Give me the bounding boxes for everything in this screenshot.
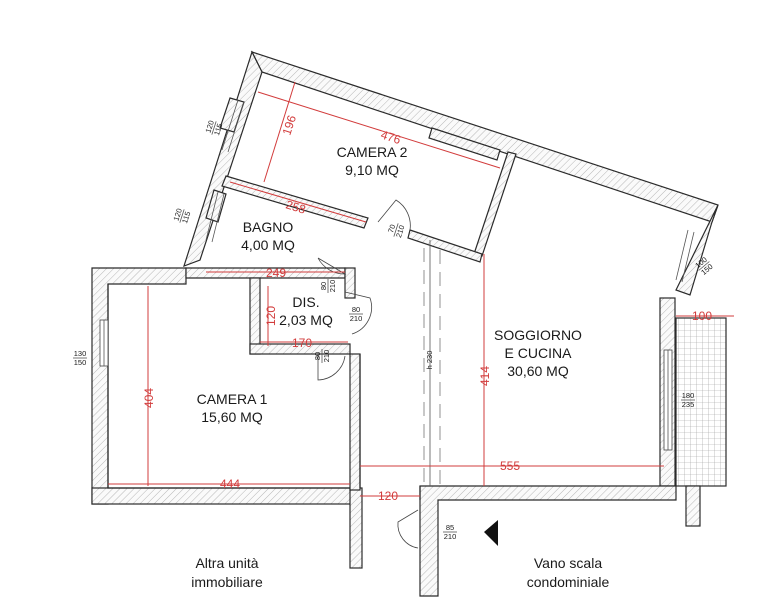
camera2-name: CAMERA 2 xyxy=(337,144,408,160)
bagno-name: BAGNO xyxy=(243,219,294,235)
dim-120-vertical: 120 xyxy=(264,306,278,326)
camera1-name: CAMERA 1 xyxy=(197,391,268,407)
height-note: h 230 xyxy=(425,351,434,370)
walls xyxy=(91,50,727,597)
dimension-labels: 476 196 258 249 120 170 404 444 555 414 … xyxy=(142,113,712,503)
window-5-width: 180 xyxy=(682,391,695,400)
soggiorno-area: 30,60 MQ xyxy=(507,363,569,379)
dimension-lines xyxy=(108,81,734,497)
window-3-width: 130 xyxy=(74,349,87,358)
dim-258: 258 xyxy=(284,197,308,216)
door-2-width: 80 xyxy=(319,282,328,290)
bagno-area: 4,00 MQ xyxy=(241,237,295,253)
camera1-area: 15,60 MQ xyxy=(201,409,263,425)
window-2-height: 115 xyxy=(180,210,192,224)
vano-scala-line2: condominiale xyxy=(527,574,610,590)
dim-249: 249 xyxy=(266,266,286,280)
altra-unita-line1: Altra unità xyxy=(195,555,258,571)
dis-name: DIS. xyxy=(292,294,319,310)
dis-area: 2,03 MQ xyxy=(279,312,333,328)
vano-scala-line1: Vano scala xyxy=(534,555,602,571)
camera2-area: 9,10 MQ xyxy=(345,162,399,178)
entrance-arrow-icon xyxy=(484,520,498,546)
door-4-width: 80 xyxy=(313,352,322,360)
dim-555: 555 xyxy=(500,459,520,473)
door-5-width: 85 xyxy=(446,523,454,532)
dim-196: 196 xyxy=(280,113,300,137)
door-5-height: 210 xyxy=(444,532,457,541)
door-3-height: 210 xyxy=(350,314,363,323)
dim-444: 444 xyxy=(220,477,240,491)
window-1-width: 120 xyxy=(204,119,216,134)
opening-labels: 120 115 120 115 130 150 100 150 180 235 … xyxy=(73,119,715,541)
window-2-width: 120 xyxy=(172,207,184,222)
door-1-height: 210 xyxy=(394,224,406,239)
window-5-height: 235 xyxy=(682,400,695,409)
balcony xyxy=(675,317,727,487)
door-3-width: 80 xyxy=(352,305,360,314)
soggiorno-name-line1: SOGGIORNO xyxy=(494,327,582,343)
windows xyxy=(99,99,695,451)
door-4-height: 210 xyxy=(322,350,331,363)
doors xyxy=(317,199,498,549)
dim-170: 170 xyxy=(292,336,312,350)
dim-414: 414 xyxy=(478,366,492,386)
dim-476: 476 xyxy=(379,128,403,148)
window-3-height: 150 xyxy=(74,358,87,367)
dim-100: 100 xyxy=(692,309,712,323)
corridor-lines xyxy=(423,248,441,486)
room-labels: CAMERA 2 9,10 MQ BAGNO 4,00 MQ DIS. 2,03… xyxy=(191,144,609,590)
door-1-width: 70 xyxy=(386,223,397,234)
soggiorno-name-line2: E CUCINA xyxy=(505,345,573,361)
window-1-height: 115 xyxy=(212,122,224,136)
altra-unita-line2: immobiliare xyxy=(191,574,263,590)
door-2-height: 210 xyxy=(328,280,337,293)
dim-404: 404 xyxy=(142,388,156,408)
dim-120-horizontal: 120 xyxy=(378,489,398,503)
